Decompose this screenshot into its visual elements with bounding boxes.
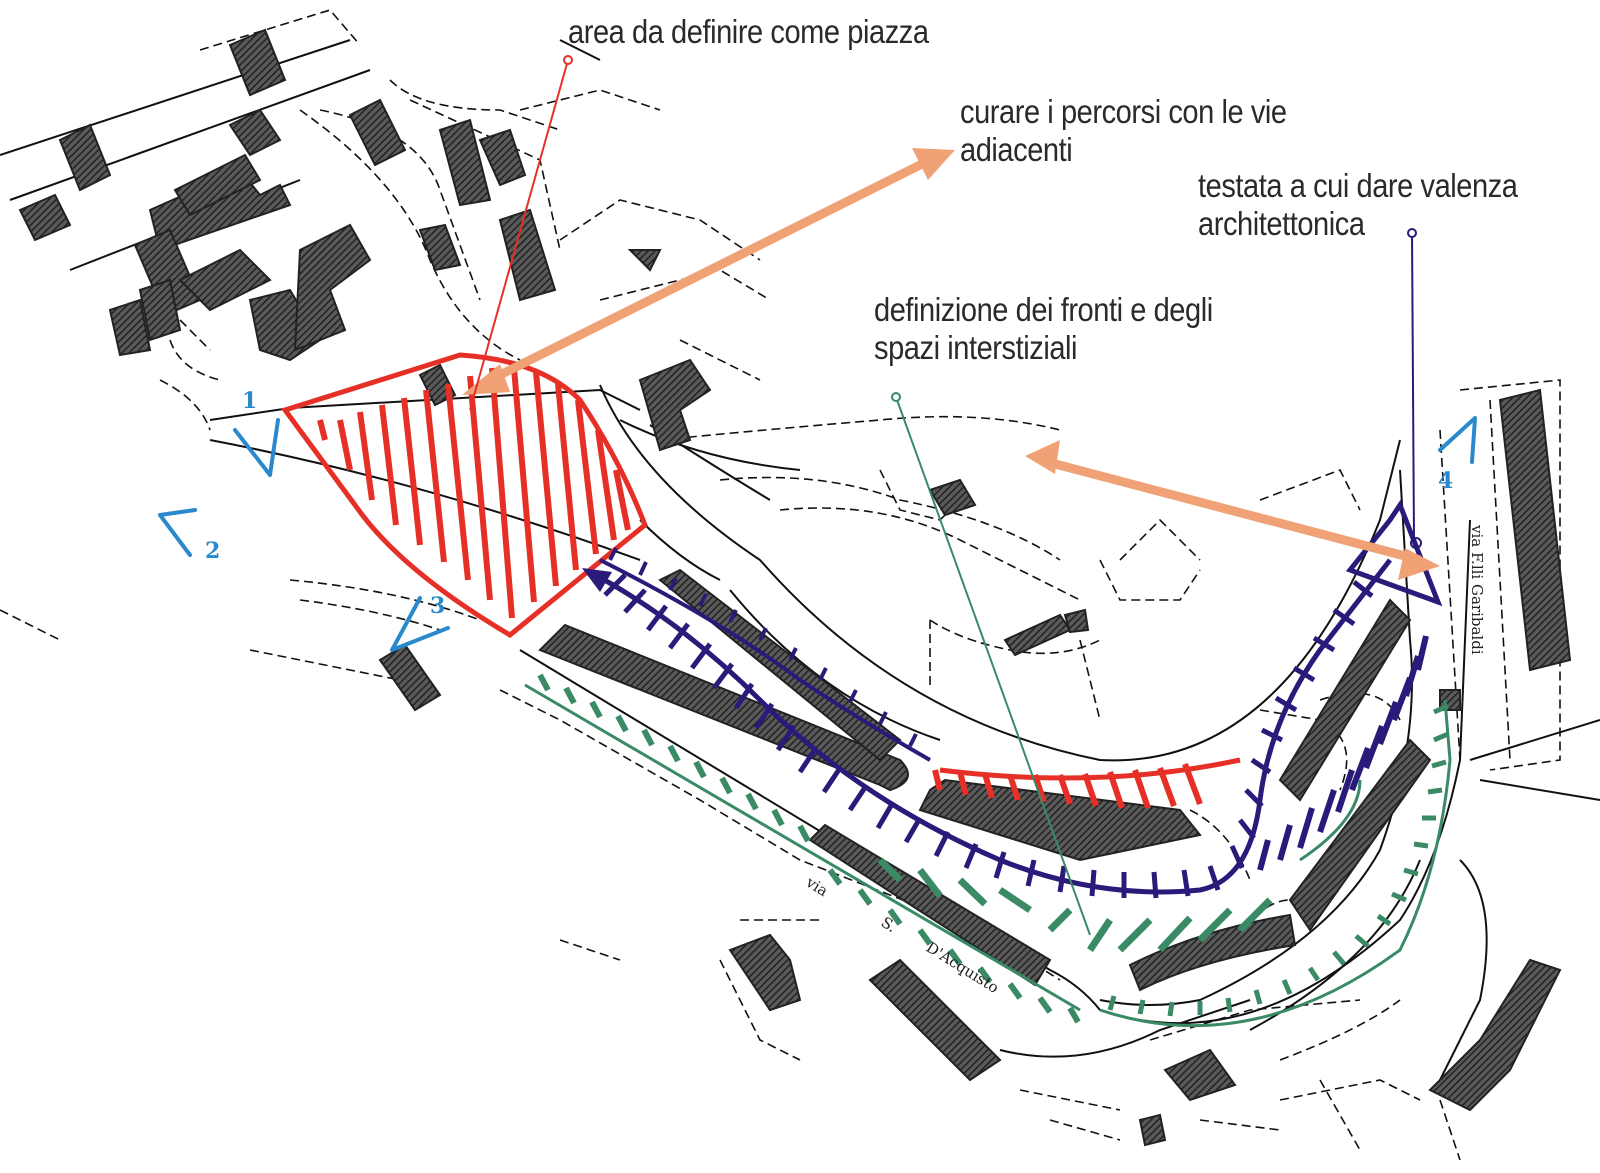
annotation-testata-line2: architettonica [1198,205,1365,242]
annotation-fronti-line2: spazi interstiziali [874,329,1078,366]
annotation-fronti-line1: definizione dei fronti e degli [874,291,1213,328]
viewpoint-3: 3 [390,593,450,652]
annotation-piazza: area da definire come piazza [568,13,929,50]
viewpoint-1: 1 [233,388,280,477]
piazza-area [280,352,1241,809]
buildings [18,28,1572,1147]
roads [0,39,1600,1081]
annotation-percorsi-line2: adiacenti [960,131,1073,168]
viewpoint-4: 4 [1438,416,1477,494]
green-path [524,673,1452,1028]
annotation-percorsi-line1: curare i percorsi con le vie [960,93,1287,130]
svg-text:3: 3 [430,593,445,619]
dashed-boundaries [0,9,1561,1161]
orange-arrows [462,148,1440,580]
navy-path [582,499,1443,899]
svg-text:1: 1 [242,388,257,414]
svg-text:2: 2 [205,538,220,564]
annotation-testata-line1: testata a cui dare valenza [1198,167,1518,204]
leader-lines [469,55,1417,936]
street-label-garibaldi: via F.lli Garibaldi [1468,524,1486,655]
street-label-via: via [802,873,831,901]
viewpoint-2: 2 [158,508,220,564]
viewpoint-markers: 1 2 3 4 [158,388,1477,652]
svg-text:4: 4 [1438,468,1453,494]
